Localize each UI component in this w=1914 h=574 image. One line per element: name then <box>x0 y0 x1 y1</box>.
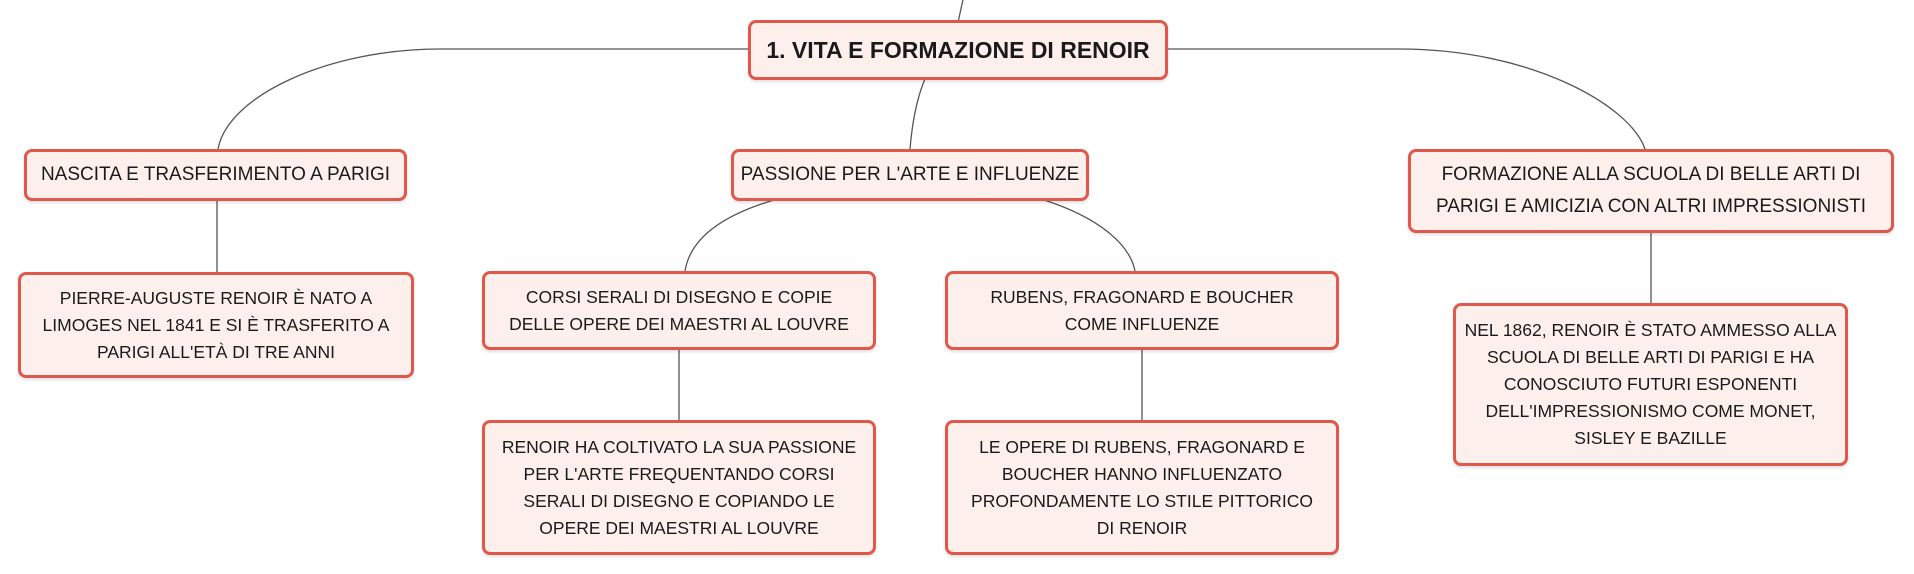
detail-label-nascita: PIERRE-AUGUSTE RENOIR È NATO A LIMOGES N… <box>42 287 390 362</box>
branch-node-nascita[interactable]: NASCITA E TRASFERIMENTO A PARIGI <box>24 149 407 201</box>
connector-passione-to-corsi <box>684 199 775 272</box>
detail-node-formazione[interactable]: NEL 1862, RENOIR È STATO AMMESSO ALLA SC… <box>1453 303 1848 466</box>
subbranch-node-corsi[interactable]: CORSI SERALI DI DISEGNO E COPIE DELLE OP… <box>482 271 876 350</box>
branch-node-formazione[interactable]: FORMAZIONE ALLA SCUOLA DI BELLE ARTI DI … <box>1408 149 1894 233</box>
connector-root-to-nascita <box>217 48 748 150</box>
detail-node-rubens[interactable]: LE OPERE DI RUBENS, FRAGONARD E BOUCHER … <box>945 420 1339 555</box>
detail-label-rubens: LE OPERE DI RUBENS, FRAGONARD E BOUCHER … <box>971 436 1313 538</box>
subbranch-label-corsi: CORSI SERALI DI DISEGNO E COPIE DELLE OP… <box>509 286 849 334</box>
branch-label-formazione: FORMAZIONE ALLA SCUOLA DI BELLE ARTI DI … <box>1435 164 1867 217</box>
branch-label-passione: PASSIONE PER L'ARTE E INFLUENZE <box>740 164 1080 185</box>
subbranch-label-rubens: RUBENS, FRAGONARD E BOUCHER COME INFLUEN… <box>990 286 1294 334</box>
connector-root-to-formazione <box>1168 48 1646 150</box>
root-topic-label: 1. VITA E FORMAZIONE DI RENOIR <box>766 37 1150 63</box>
connector-passione-to-rubens <box>1043 199 1136 272</box>
detail-label-corsi: RENOIR HA COLTIVATO LA SUA PASSIONE PER … <box>501 436 857 538</box>
connector-root-to-passione <box>909 78 926 150</box>
detail-label-formazione: NEL 1862, RENOIR È STATO AMMESSO ALLA SC… <box>1464 320 1837 448</box>
detail-node-nascita[interactable]: PIERRE-AUGUSTE RENOIR È NATO A LIMOGES N… <box>18 272 414 378</box>
root-topic-node[interactable]: 1. VITA E FORMAZIONE DI RENOIR <box>748 20 1168 80</box>
connector-to-parent <box>957 0 964 23</box>
detail-node-corsi[interactable]: RENOIR HA COLTIVATO LA SUA PASSIONE PER … <box>482 420 876 555</box>
branch-label-nascita: NASCITA E TRASFERIMENTO A PARIGI <box>40 164 391 185</box>
branch-node-passione[interactable]: PASSIONE PER L'ARTE E INFLUENZE <box>731 149 1089 201</box>
subbranch-node-rubens[interactable]: RUBENS, FRAGONARD E BOUCHER COME INFLUEN… <box>945 271 1339 350</box>
